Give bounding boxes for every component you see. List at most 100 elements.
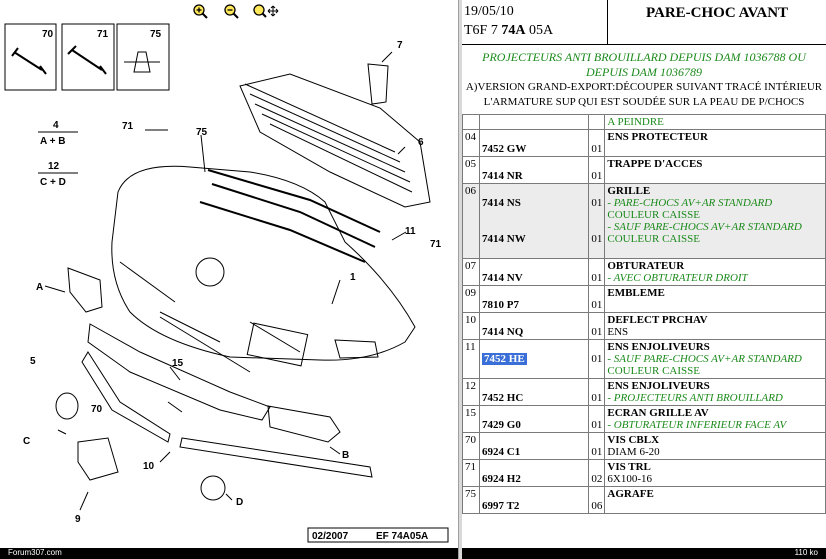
row-num: 09	[462, 285, 481, 313]
row-num: 10	[462, 312, 481, 340]
qty-value: 01	[591, 419, 603, 431]
row-desc: ENS ENJOLIVEURS- PROJECTEURS ANTI BROUIL…	[604, 378, 826, 406]
callout-C: C	[23, 436, 30, 447]
desc-value: GRILLE	[607, 185, 651, 197]
desc-value: ECRAN GRILLE AV	[607, 407, 709, 419]
row-note: COULEUR CAISSE	[607, 365, 700, 377]
stamp-date: 02/2007	[312, 531, 349, 542]
row-num: 11	[462, 339, 481, 379]
forum-watermark: Forum307.com	[8, 548, 62, 557]
qty-value: 02	[591, 473, 603, 485]
zoom-in-icon[interactable]	[192, 3, 210, 19]
callout-1: 1	[350, 272, 356, 283]
pane-splitter[interactable]	[458, 0, 462, 559]
row-num: 15	[462, 405, 481, 433]
table-row[interactable]: 07 7414 NV 01 OBTURATEUR- AVEC OBTURATEU…	[462, 258, 826, 286]
callout-71-top: 71	[97, 29, 109, 40]
ref-value: 7429 G0	[482, 419, 521, 431]
table-row[interactable]: A PEINDRE	[462, 114, 826, 130]
callout-6: 6	[418, 137, 424, 148]
desc-value: DEFLECT PRCHAV	[607, 314, 708, 326]
row-note: - AVEC OBTURATEUR DROIT	[607, 272, 748, 284]
header-info: 19/05/10 T6F 7 74A 05A	[462, 0, 608, 44]
intro-notes: PROJECTEURS ANTI BROUILLARD DEPUIS DAM 1…	[462, 50, 826, 110]
ref-value: 7414 NW	[482, 233, 526, 245]
ref-prefix: T6F 7	[464, 23, 502, 38]
row-ref: 7452 GW	[479, 129, 590, 157]
callout-B: B	[342, 450, 349, 461]
ref-suffix: 05A	[525, 23, 554, 38]
row-desc: EMBLEME	[604, 285, 826, 313]
row-ref: 6997 T2	[479, 486, 590, 514]
callout-labels: 70 71 75 4 A + B 12 C + D 7 71 75 6 11 7…	[23, 29, 449, 543]
row-num: 12	[462, 378, 481, 406]
qty-value: 01	[591, 326, 603, 338]
qty-value: 01	[591, 446, 603, 458]
qty-value: 01	[591, 299, 603, 311]
row-note: COULEUR CAISSE	[607, 233, 700, 245]
row-num: 04	[462, 129, 481, 157]
row-qty: 06	[588, 486, 606, 514]
row-num: 70	[462, 432, 481, 460]
qty-value: 01	[591, 197, 603, 209]
row-desc: AGRAFE	[604, 486, 826, 514]
callout-10: 10	[143, 461, 155, 472]
intro-line-4: L'ARMATURE SUP QUI EST SOUDÉE SUR LA PEA…	[483, 96, 805, 108]
callout-9: 9	[75, 514, 81, 525]
right-status-bar: 110 ko	[462, 548, 826, 559]
qty-value: 01	[591, 272, 603, 284]
qty-value: 06	[591, 500, 603, 512]
ref-value: 7810 P7	[482, 299, 520, 311]
desc-value: VIS TRL	[607, 461, 651, 473]
zoom-pan-icon[interactable]	[252, 3, 280, 19]
table-row[interactable]: 04 7452 GW 01 ENS PROTECTEUR	[462, 129, 826, 157]
parts-list-pane: 19/05/10 T6F 7 74A 05A PARE-CHOC AVANT P…	[462, 0, 826, 559]
row-note: - PROJECTEURS ANTI BROUILLARD	[607, 392, 783, 404]
row-ref: 7810 P7	[479, 285, 590, 313]
fraction-4-num: 4	[53, 120, 59, 131]
table-row[interactable]: 12 7452 HC 01 ENS ENJOLIVEURS- PROJECTEU…	[462, 378, 826, 406]
parts-header: 19/05/10 T6F 7 74A 05A PARE-CHOC AVANT	[462, 0, 826, 45]
desc-value: ENS ENJOLIVEURS	[607, 380, 710, 392]
exploded-parts-diagram: 70 71 75 4 A + B 12 C + D 7 71 75 6 11 7…	[4, 23, 449, 543]
row-desc: OBTURATEUR- AVEC OBTURATEUR DROIT	[604, 258, 826, 286]
row-ref: 6924 H2	[479, 459, 590, 487]
table-row[interactable]: 75 6997 T2 06 AGRAFE	[462, 486, 826, 514]
zoom-out-icon[interactable]	[223, 3, 241, 19]
callout-70-top: 70	[42, 29, 54, 40]
callout-71-left: 71	[122, 121, 134, 132]
header-reference: T6F 7 74A 05A	[464, 23, 553, 39]
ref-value: 7452 HC	[482, 392, 524, 404]
row-ref	[479, 114, 590, 130]
row-ref: 7414 NV	[479, 258, 590, 286]
row-qty: 01	[588, 129, 606, 157]
table-row[interactable]: 15 7429 G0 01 ECRAN GRILLE AV- OBTURATEU…	[462, 405, 826, 433]
callout-15: 15	[172, 358, 184, 369]
fraction-12-num: 12	[48, 161, 60, 172]
intro-line-1: PROJECTEURS ANTI BROUILLARD DEPUIS DAM 1…	[482, 50, 806, 64]
left-status-bar: Forum307.com	[0, 548, 460, 559]
ref-value: 7452 GW	[482, 143, 527, 155]
ref-value: 6924 C1	[482, 446, 521, 458]
selected-ref[interactable]: 7452 HE	[482, 353, 527, 365]
row-ref: 7414 NR	[479, 156, 590, 184]
callout-5: 5	[30, 356, 36, 367]
table-row[interactable]: 11 7452 HE 01 ENS ENJOLIVEURS- SAUF PARE…	[462, 339, 826, 379]
row-ref: 7429 G0	[479, 405, 590, 433]
row-note: COULEUR CAISSE	[607, 209, 700, 221]
qty-value: 01	[591, 353, 603, 365]
table-row[interactable]: 05 7414 NR 01 TRAPPE D'ACCES	[462, 156, 826, 184]
table-row[interactable]: 09 7810 P7 01 EMBLEME	[462, 285, 826, 313]
row-ref: 7452 HC	[479, 378, 590, 406]
row-desc: A PEINDRE	[604, 114, 826, 130]
row-qty: 02	[588, 459, 606, 487]
row-num	[462, 114, 481, 130]
row-ref: 6924 C1	[479, 432, 590, 460]
